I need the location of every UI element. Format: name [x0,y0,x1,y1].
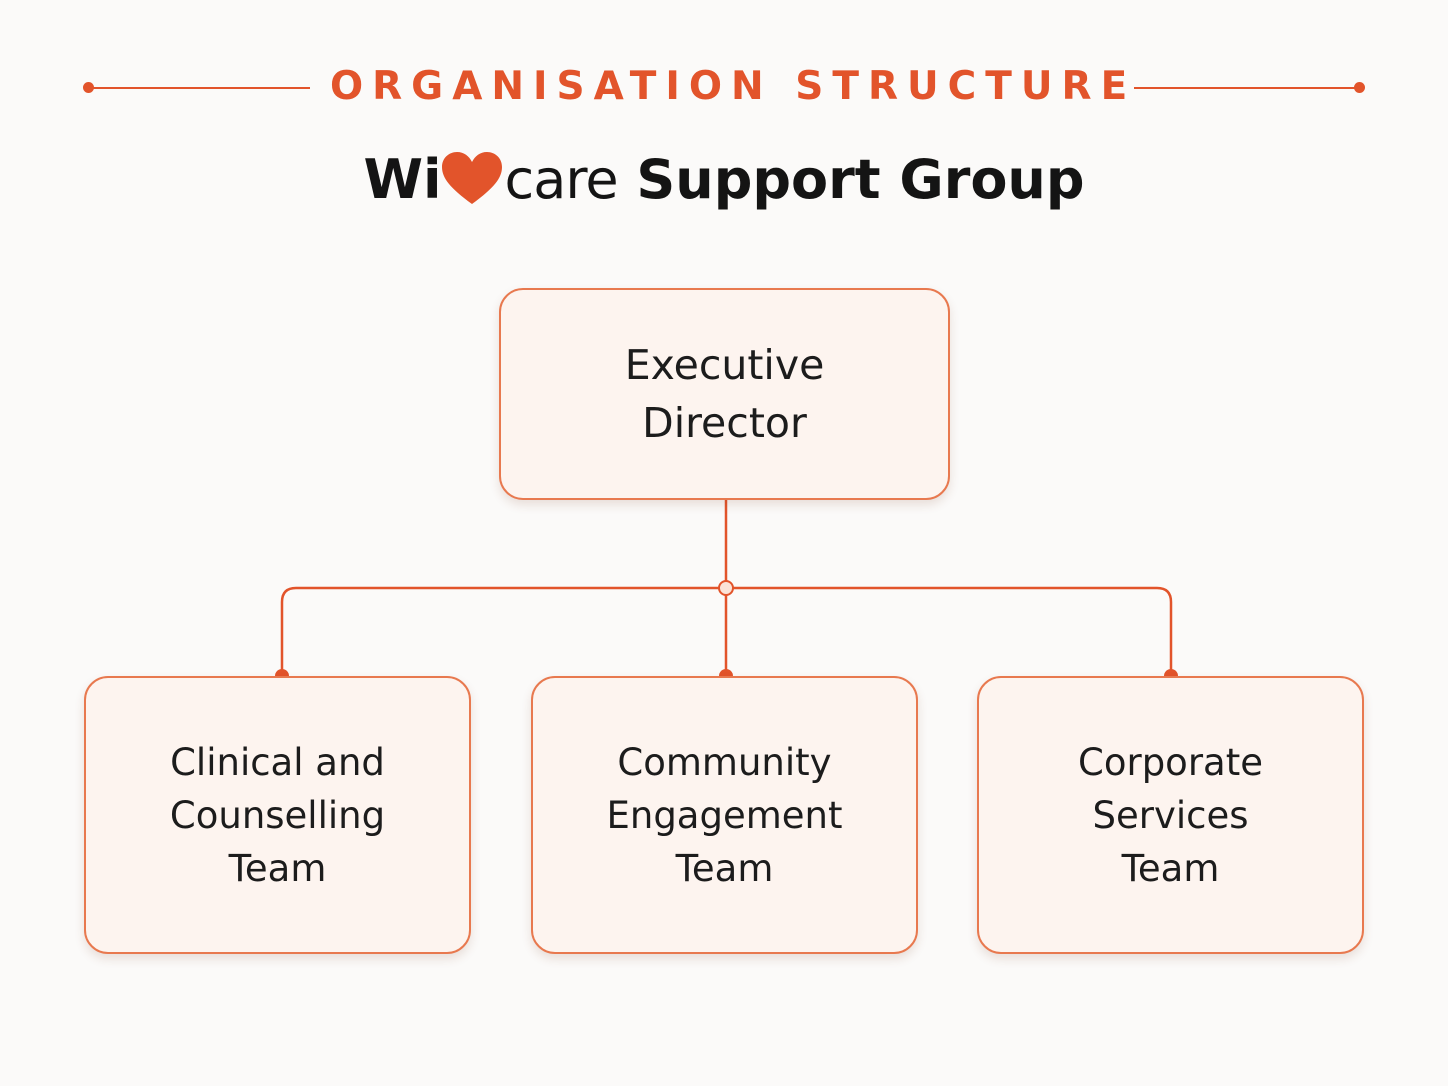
brand-name-start: Wi [363,148,442,211]
header-rule-left-dot [83,82,94,93]
connector-branch-right [726,586,1173,676]
node-community-engagement-team: Community Engagement Team [531,676,918,954]
node-corporate-services-team: Corporate Services Team [977,676,1364,954]
brand-name-suffix: Support Group [617,148,1085,211]
node-executive-director: Executive Director [499,288,950,500]
node-label-corporate: Corporate Services Team [1078,740,1263,890]
node-label-clinical: Clinical and Counselling Team [169,740,386,890]
connector-branch-left [280,586,726,676]
node-label-community: Community Engagement Team [606,740,843,890]
section-eyebrow: ORGANISATION STRUCTURE [330,64,1137,109]
heart-icon [441,152,502,204]
header-rule-right-dot [1354,82,1365,93]
node-clinical-counselling-team: Clinical and Counselling Team [84,676,471,954]
header-rule-right [1134,87,1360,89]
brand-name-care: care [504,148,619,211]
junction-dot [718,580,734,596]
node-label-executive-director: Executive Director [624,341,825,447]
header-rule-left [88,87,310,89]
